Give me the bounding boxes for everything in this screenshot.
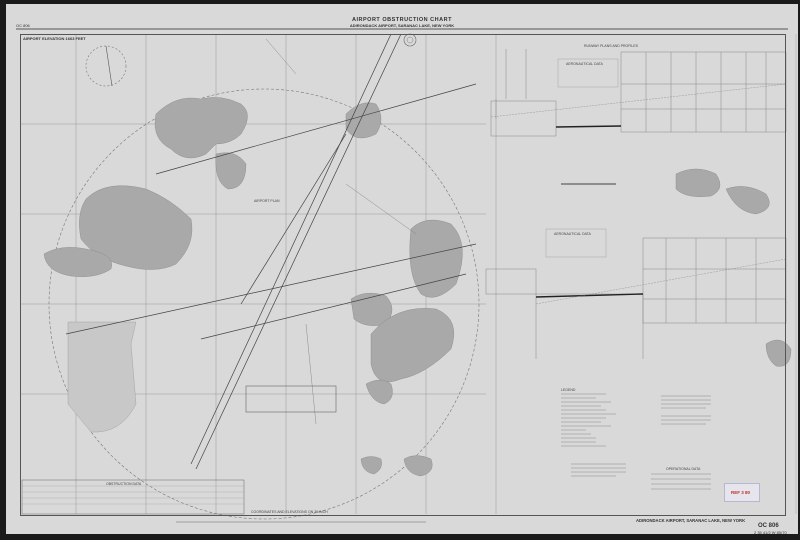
- bottom-airport-name: ADIRONDACK AIRPORT, SARANAC LAKE, NEW YO…: [636, 518, 746, 523]
- runway-profile-label: RUNWAY PLANS AND PROFILES: [584, 44, 639, 48]
- chart-sheet: OC 806 AIRPORT OBSTRUCTION CHART ADIROND…: [6, 4, 798, 535]
- sheet-code-bottom: OC 806: [758, 523, 779, 529]
- bottom-id-code: 2 35 41/2 W 85/70: [754, 530, 787, 535]
- aeronautical-data-label-2: AERONAUTICAL DATA: [554, 232, 591, 236]
- sheet-code-top: OC 806: [16, 23, 30, 28]
- stamp-text: REF 3 80: [731, 490, 751, 495]
- obstruction-data-label: OBSTRUCTION DATA: [106, 482, 142, 486]
- aeronautical-data-label: AERONAUTICAL DATA: [566, 62, 603, 66]
- map-drawing: [16, 28, 797, 523]
- coordinates-label: COORDINATES AND ELEVATIONS ON 36 INCH: [251, 510, 328, 514]
- airport-elevation: AIRPORT ELEVATION 1663 FEET: [23, 36, 86, 41]
- airport-plan-label: AIRPORT PLAN: [254, 199, 280, 203]
- map-frame: [20, 34, 786, 516]
- chart-title: AIRPORT OBSTRUCTION CHART: [352, 17, 452, 23]
- operational-data-label: OPERATIONAL DATA: [666, 467, 701, 471]
- receipt-stamp: REF 3 80: [724, 483, 760, 502]
- chart-subtitle: ADIRONDACK AIRPORT, SARANAC LAKE, NEW YO…: [349, 23, 455, 28]
- legend-title: LEGEND: [561, 388, 576, 392]
